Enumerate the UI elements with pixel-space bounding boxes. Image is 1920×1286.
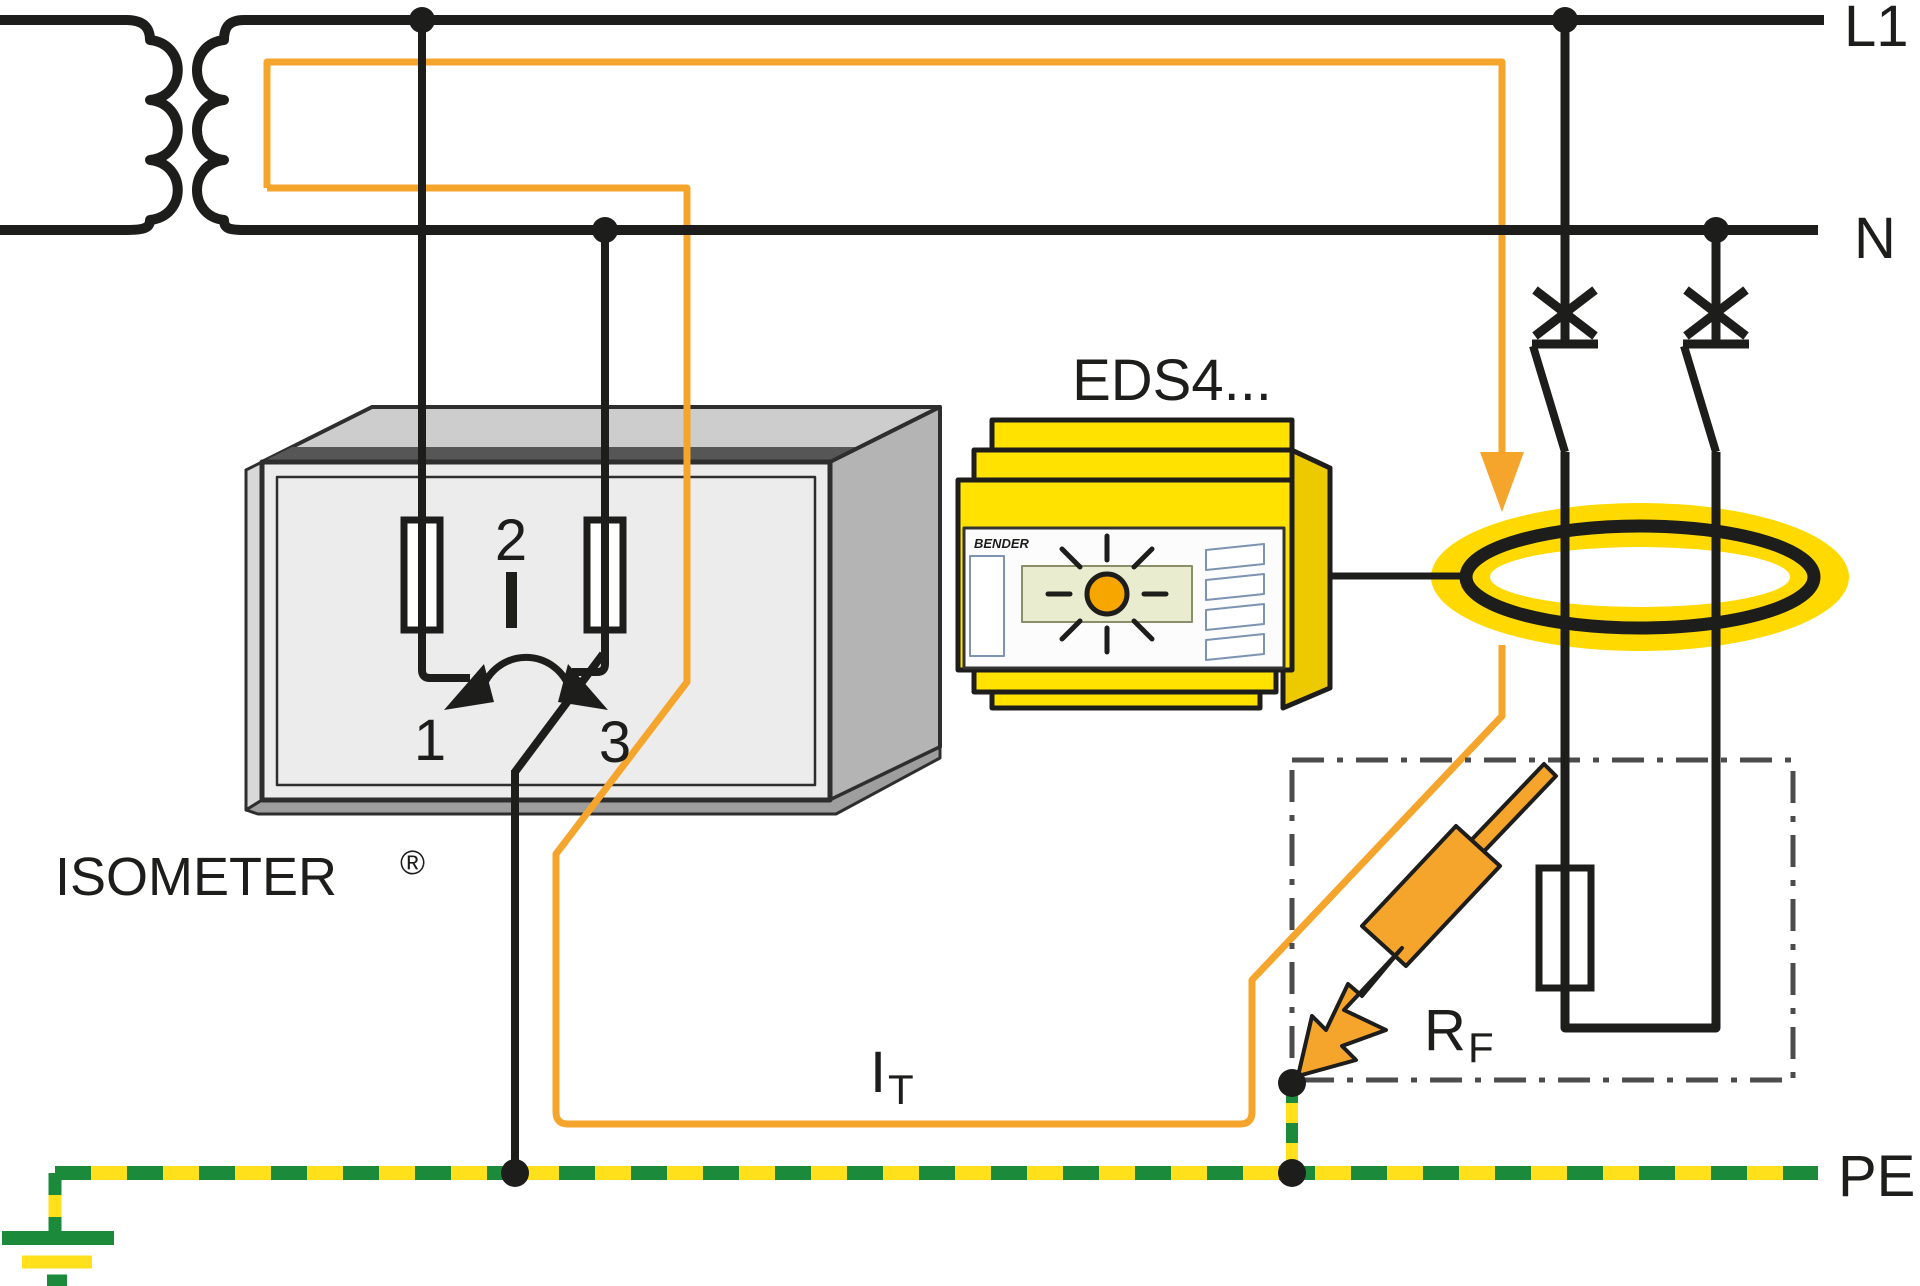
changeover-switch-icon <box>511 651 607 775</box>
ct-ring-icon <box>1431 503 1849 651</box>
breaker-contact-icon-n <box>1683 286 1749 349</box>
test-current-arrow-icon <box>1480 452 1524 512</box>
transformer-secondary-coil-icon <box>192 15 1824 235</box>
junction-l1-isometer <box>409 7 435 33</box>
fault-boundary-box <box>1289 757 1796 1083</box>
label-eds4: EDS4... <box>1072 348 1272 413</box>
isometer-right-face <box>828 405 942 802</box>
transformer-primary-coil-icon <box>0 15 183 235</box>
eds4-left-slot <box>969 555 1005 657</box>
label-test-current-sub: T <box>888 1066 914 1113</box>
switch-arrowhead-right <box>558 664 608 710</box>
junction-dots <box>409 7 1729 1187</box>
switch-rotation-arc <box>478 654 574 692</box>
junction-n-branch <box>1703 217 1729 243</box>
pe-conductor <box>2 1083 1818 1286</box>
eds4-top-fin-2 <box>971 447 1295 485</box>
label-test-current: I <box>870 1040 886 1105</box>
isometer-front-face <box>259 459 833 803</box>
eds4-bottom-fin-2 <box>989 689 1263 711</box>
eds4-device: BENDER <box>955 417 1333 711</box>
conductors <box>0 15 1824 1173</box>
eds4-top-fin-1 <box>989 417 1295 455</box>
label-isometer-reg: ® <box>400 844 425 882</box>
label-n: N <box>1854 206 1896 271</box>
ct-ring-center <box>1490 547 1790 607</box>
test-current-path <box>263 58 1524 1128</box>
label-terminal-2: 2 <box>495 508 527 573</box>
breaker-contact-icon-l1 <box>1532 286 1598 349</box>
test-current-loop <box>263 58 1506 1128</box>
eds4-terminal-covers <box>1205 543 1265 661</box>
eds4-bottom-fin-1 <box>971 667 1279 695</box>
junction-pe-isometer <box>501 1159 529 1187</box>
junction-l1-branch <box>1552 7 1578 33</box>
label-fault-resistance: R <box>1424 998 1466 1063</box>
label-fault-resistance-sub: F <box>1468 1024 1494 1071</box>
junction-n-isometer <box>592 217 618 243</box>
label-terminal-1: 1 <box>414 708 446 773</box>
breaker-n-blade <box>1680 344 1720 454</box>
led-sun-icon <box>1045 533 1169 655</box>
junction-pe-fault <box>1278 1159 1306 1187</box>
labels: L1 N PE ISOMETER ® EDS4... 1 2 3 I T R F <box>55 0 1915 1209</box>
label-pe: PE <box>1838 1144 1915 1209</box>
switch-arrowhead-left <box>444 664 494 710</box>
isometer-device <box>244 405 942 816</box>
eds4-brand-logo: BENDER <box>974 536 1030 551</box>
junction-fault-point <box>1278 1069 1306 1097</box>
switch-detail <box>444 572 608 710</box>
label-isometer: ISOMETER <box>55 847 337 907</box>
branch-loop <box>1560 452 1721 1033</box>
label-terminal-3: 3 <box>599 710 631 775</box>
isometer-wire-l1 <box>418 20 470 682</box>
ground-icon <box>2 1231 114 1286</box>
switch-center-contact <box>506 572 517 628</box>
breaker-l1-blade <box>1529 344 1569 454</box>
isometer-front-inner-border <box>275 475 817 787</box>
isometer-top-stripe <box>262 447 860 462</box>
label-l1: L1 <box>1844 0 1909 59</box>
isometer-wire-n <box>572 230 609 676</box>
